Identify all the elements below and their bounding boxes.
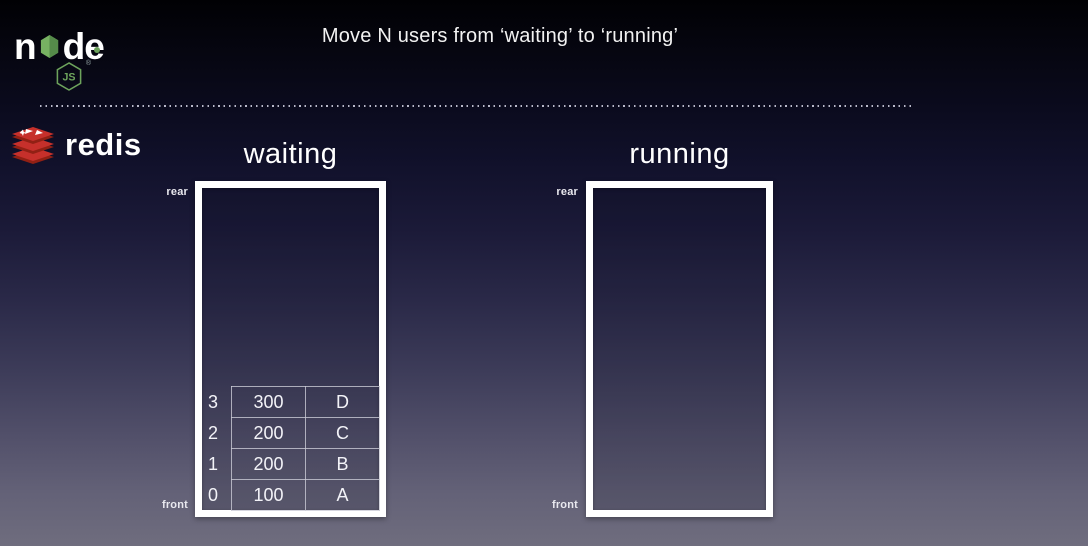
row-member: A bbox=[305, 479, 380, 511]
running-queue-box bbox=[586, 181, 773, 517]
table-row: 0 100 A bbox=[203, 479, 380, 511]
table-row: 1 200 B bbox=[203, 448, 380, 480]
running-rear-label: rear bbox=[556, 186, 578, 198]
row-index: 3 bbox=[207, 391, 218, 412]
table-row: 3 300 D bbox=[203, 386, 380, 418]
nodejs-e-dot-icon bbox=[93, 47, 100, 53]
nodejs-js-badge: JS ® bbox=[55, 60, 91, 96]
row-member: D bbox=[305, 386, 380, 418]
row-index: 0 bbox=[207, 484, 218, 505]
nodejs-logo: n de JS ® bbox=[14, 27, 124, 96]
waiting-queue-table: 3 300 D 2 200 C 1 200 B 0 100 A bbox=[203, 386, 380, 511]
registered-trademark-icon: ® bbox=[85, 60, 91, 67]
slide-title: Move N users from ‘waiting’ to ‘running’ bbox=[321, 25, 679, 47]
redis-wordmark: redis bbox=[65, 127, 142, 162]
row-index: 1 bbox=[207, 453, 218, 474]
running-queue-title: running bbox=[629, 138, 730, 170]
row-member: B bbox=[305, 448, 380, 480]
nodejs-letters-de: de bbox=[62, 26, 105, 67]
js-label-text: JS bbox=[63, 71, 76, 83]
dotted-divider bbox=[40, 105, 912, 107]
js-hexagon-icon: JS bbox=[56, 62, 82, 91]
waiting-rear-label: rear bbox=[166, 186, 188, 198]
row-score: 200 bbox=[231, 417, 306, 449]
redis-stack-icon bbox=[12, 127, 54, 164]
nodejs-wordmark: n de bbox=[14, 26, 124, 67]
row-score: 300 bbox=[231, 386, 306, 418]
row-member: C bbox=[305, 417, 380, 449]
running-front-label: front bbox=[551, 499, 578, 511]
row-score: 100 bbox=[231, 479, 306, 511]
table-row: 2 200 C bbox=[203, 417, 380, 449]
row-score: 200 bbox=[231, 448, 306, 480]
waiting-queue-title: waiting bbox=[243, 138, 338, 170]
nodejs-letter-n: n bbox=[14, 26, 37, 67]
nodejs-hexagon-icon bbox=[40, 35, 58, 58]
waiting-front-label: front bbox=[161, 499, 188, 511]
redis-logo: redis bbox=[10, 125, 142, 167]
row-index: 2 bbox=[207, 422, 218, 443]
